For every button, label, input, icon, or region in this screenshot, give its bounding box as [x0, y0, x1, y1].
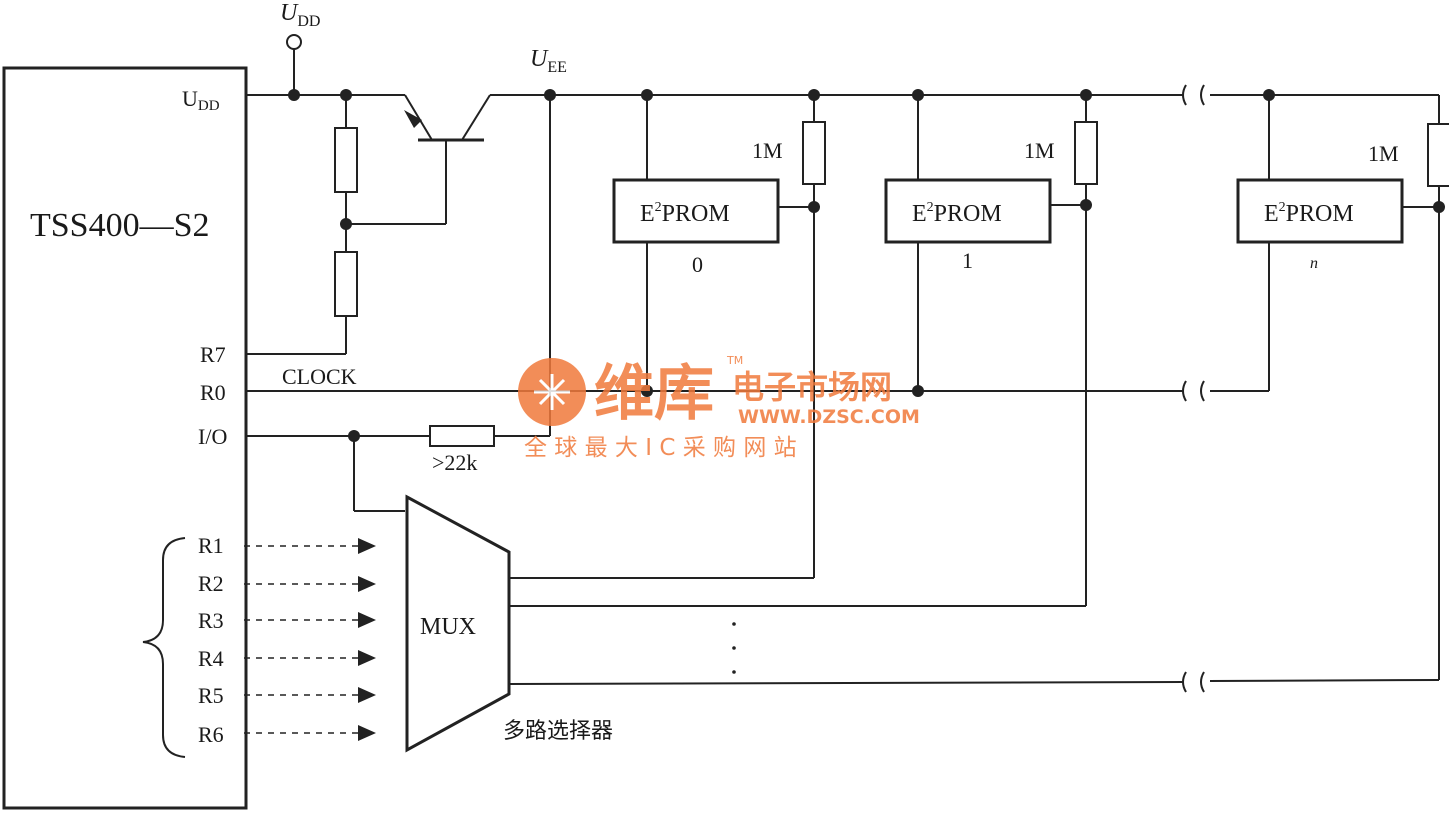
supply-uee-label: UEE — [530, 46, 567, 76]
eeprom-0 — [612, 178, 780, 244]
clock-break-icon — [1182, 380, 1205, 402]
eeprom-n-label: E2PROM — [1264, 200, 1354, 227]
pin-r7-label: R7 — [200, 342, 226, 367]
eeprom-n-index: n — [1310, 255, 1318, 272]
r-dashed-lines — [244, 538, 376, 741]
pullup-resistor-1 — [1074, 121, 1098, 185]
pin-r6-label: R6 — [198, 722, 224, 747]
pin-r3-label: R3 — [198, 608, 224, 633]
eeprom-1-label: E2PROM — [912, 200, 1002, 227]
pin-r4-label: R4 — [198, 646, 224, 671]
mux — [405, 494, 511, 753]
emitter-arrow-icon — [404, 110, 422, 128]
pullup-n-label: 1M — [1368, 141, 1399, 166]
pin-r5-label: R5 — [198, 683, 224, 708]
watermark-brand: 维库 — [594, 359, 714, 429]
mux-break-icon — [1182, 671, 1205, 693]
eeprom-0-index: 0 — [692, 252, 703, 277]
watermark-tm: TM — [726, 354, 743, 367]
watermark-url: WWW.DZSC.COM — [738, 406, 920, 428]
mux-caption: 多路选择器 — [503, 719, 613, 744]
divider-resistor-top — [334, 127, 358, 193]
pin-r0-label: R0 — [200, 380, 226, 405]
mux-out-n — [508, 681, 1184, 685]
mux-label: MUX — [420, 614, 476, 640]
clock-label: CLOCK — [282, 364, 357, 389]
watermark-slogan: 全 球 最 大 I C 采 购 网 站 — [524, 435, 797, 461]
pin-io-label: I/O — [198, 424, 227, 449]
rail-break-icon — [1182, 84, 1205, 106]
pin-udd-label: UDD — [182, 86, 220, 114]
watermark-name: 电子市场网 — [732, 368, 892, 406]
pin-r1-label: R1 — [198, 533, 224, 558]
eeprom-1 — [884, 178, 1052, 244]
eeprom-1-index: 1 — [962, 248, 973, 273]
eeprom-0-label: E2PROM — [640, 200, 730, 227]
divider-resistor-bottom — [334, 251, 358, 317]
chip-label: TSS400—S2 — [30, 207, 210, 244]
pullup-resistor-0 — [802, 121, 826, 185]
io-resistor — [429, 425, 495, 447]
pullup-resistor-n — [1427, 123, 1449, 187]
watermark: 维库 TM 电子市场网 WWW.DZSC.COM 全 球 最 大 I C 采 购… — [518, 354, 920, 461]
pullup-1-label: 1M — [1024, 138, 1055, 163]
io-resistor-label: >22k — [432, 450, 477, 475]
tss400-chip — [2, 66, 248, 810]
eeprom-n — [1236, 178, 1404, 244]
r-group-brace — [142, 537, 186, 758]
udd-terminal — [286, 34, 302, 50]
pullup-0-label: 1M — [752, 138, 783, 163]
pin-r2-label: R2 — [198, 571, 224, 596]
supply-udd-label: UDD — [280, 0, 320, 30]
